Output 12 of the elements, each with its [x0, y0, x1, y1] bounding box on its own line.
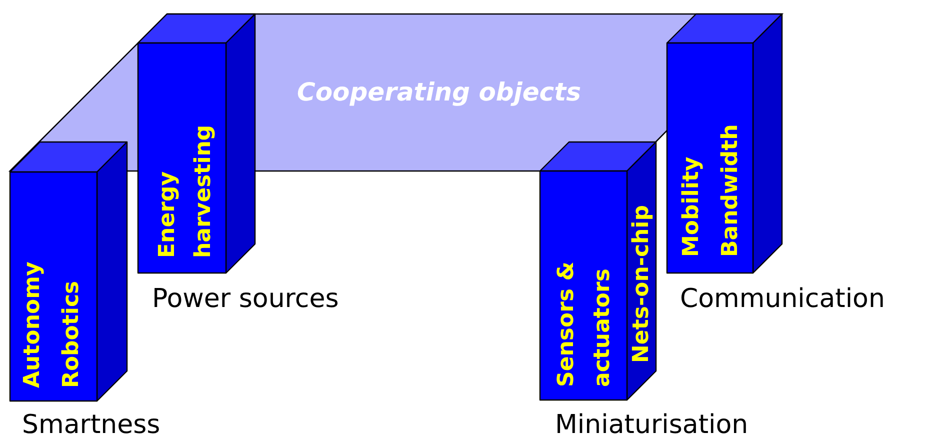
- pillar-label: Robotics: [58, 280, 85, 388]
- pillar-label: Autonomy: [19, 260, 46, 388]
- pillar-label: Nets-on-chip: [628, 204, 655, 363]
- pillar-label: Bandwidth: [717, 123, 744, 257]
- pillar-label: Energy harvesting: [154, 124, 217, 258]
- pillar-label: Sensors & actuators: [553, 260, 616, 387]
- plane-title: Cooperating objects: [297, 78, 581, 106]
- category-label: Communication: [680, 284, 885, 314]
- category-label: Miniaturisation: [555, 410, 748, 440]
- pillar-label: Mobility: [678, 156, 705, 257]
- category-label: Smartness: [22, 410, 160, 440]
- category-label: Power sources: [152, 284, 339, 314]
